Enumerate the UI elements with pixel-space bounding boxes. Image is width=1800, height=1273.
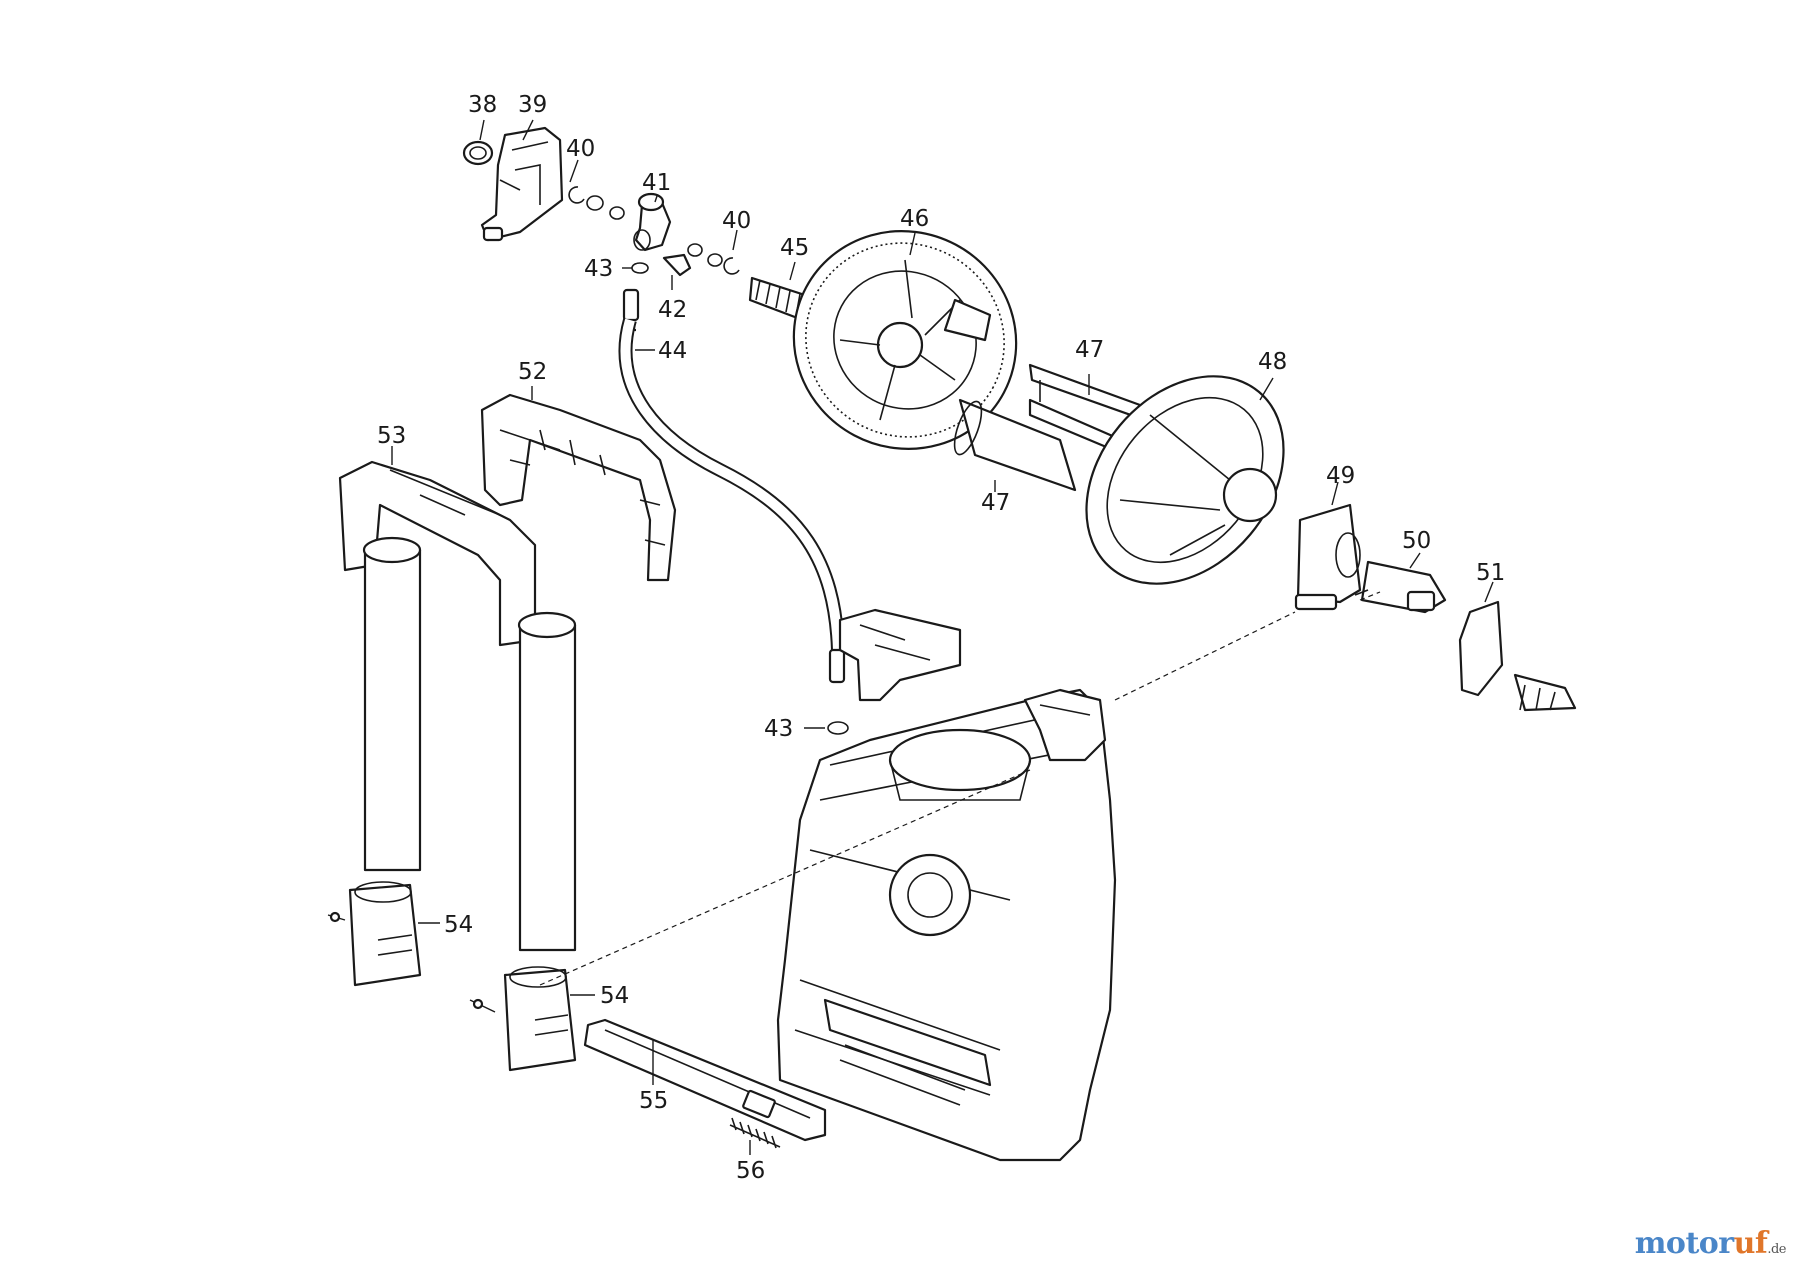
callout-55: 55 bbox=[639, 1088, 668, 1114]
leader-lines bbox=[391, 119, 1494, 1155]
callout-40-upper: 40 bbox=[566, 136, 595, 162]
callout-labels: 38 39 40 41 40 43 42 45 46 44 52 53 47 4… bbox=[377, 92, 1505, 1184]
part-47-drum-cover bbox=[953, 398, 1077, 492]
callout-46: 46 bbox=[900, 206, 929, 232]
callout-47-lower: 47 bbox=[981, 490, 1010, 516]
callout-49: 49 bbox=[1326, 463, 1355, 489]
part-55-slide-rail bbox=[583, 1018, 827, 1142]
housing-bowl bbox=[888, 728, 1032, 801]
part-49-bearing-housing bbox=[1294, 503, 1362, 611]
part-52-rear-handle bbox=[480, 393, 677, 582]
part-46-reel-disc bbox=[792, 230, 1018, 450]
part-39-bracket bbox=[480, 126, 564, 242]
callout-51: 51 bbox=[1476, 560, 1505, 586]
watermark-brand-a: motor bbox=[1634, 1226, 1734, 1261]
part-41-elbow bbox=[633, 192, 672, 252]
part-38-ring bbox=[462, 140, 494, 166]
part-50-shaft bbox=[1354, 560, 1447, 614]
callout-54-right: 54 bbox=[600, 983, 629, 1009]
part-44-hose bbox=[618, 288, 846, 684]
callout-54-left: 54 bbox=[444, 912, 473, 938]
part-54-clamp-right bbox=[469, 966, 577, 1072]
part-42-clip bbox=[662, 253, 692, 277]
callout-42: 42 bbox=[658, 297, 687, 323]
part-56-spring bbox=[729, 1117, 781, 1149]
callout-52: 52 bbox=[518, 359, 547, 385]
tube-right bbox=[517, 611, 577, 952]
part-54-clamp-left bbox=[327, 881, 422, 987]
callout-56: 56 bbox=[736, 1158, 765, 1184]
callout-50: 50 bbox=[1402, 528, 1431, 554]
part-43-washer-upper bbox=[631, 262, 649, 274]
housing-upper-bracket-right bbox=[1023, 688, 1107, 762]
part-51-crank bbox=[1458, 600, 1577, 712]
part-40-clip-upper bbox=[568, 186, 625, 220]
watermark-brand-b: uf bbox=[1733, 1226, 1768, 1261]
callout-48: 48 bbox=[1258, 349, 1287, 375]
callout-39: 39 bbox=[518, 92, 547, 118]
callout-43-lower: 43 bbox=[764, 716, 793, 742]
callout-41: 41 bbox=[642, 170, 671, 196]
callout-43-upper: 43 bbox=[584, 256, 613, 282]
watermark-logo: motoruf.de bbox=[1634, 1226, 1787, 1261]
part-40-clip-lower bbox=[687, 243, 740, 275]
assembly-lines bbox=[539, 591, 1381, 986]
callout-44: 44 bbox=[658, 338, 687, 364]
tube-left bbox=[362, 536, 422, 872]
callout-45: 45 bbox=[780, 235, 809, 261]
watermark-suffix: .de bbox=[1767, 1242, 1786, 1257]
housing-upper-bracket-left bbox=[838, 608, 962, 702]
callout-38: 38 bbox=[468, 92, 497, 118]
callout-40-lower: 40 bbox=[722, 208, 751, 234]
main-housing bbox=[776, 688, 1117, 1162]
part-43-washer-lower bbox=[827, 721, 849, 735]
callout-47-upper: 47 bbox=[1075, 337, 1104, 363]
part-48-reel-side bbox=[1085, 375, 1285, 585]
callout-53: 53 bbox=[377, 423, 406, 449]
